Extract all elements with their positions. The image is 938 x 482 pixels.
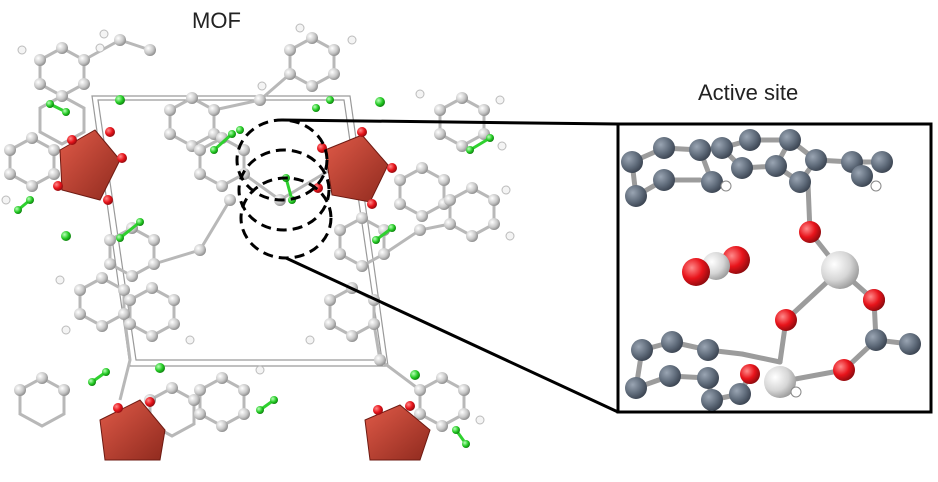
- hydrogen-atoms: [1, 23, 515, 425]
- magnifier-circles: [235, 118, 333, 260]
- active-site-title: Active site: [698, 80, 799, 105]
- active-site-oxygens: [740, 221, 885, 384]
- co2-molecule: [682, 246, 750, 286]
- mof-title: MOF: [192, 8, 241, 33]
- chlorine-atoms: [14, 95, 494, 448]
- mof-structure: [1, 23, 515, 461]
- active-site-carbons: [621, 129, 921, 411]
- zoom-connectors: [281, 118, 619, 414]
- active-site-panel: [616, 122, 933, 414]
- carbon-atoms: [4, 32, 500, 432]
- metal-atom-lower: [764, 366, 796, 398]
- active-site-hydrogens: [720, 180, 882, 398]
- metal-center-atom: [821, 251, 859, 289]
- metal-nodes: [59, 129, 431, 461]
